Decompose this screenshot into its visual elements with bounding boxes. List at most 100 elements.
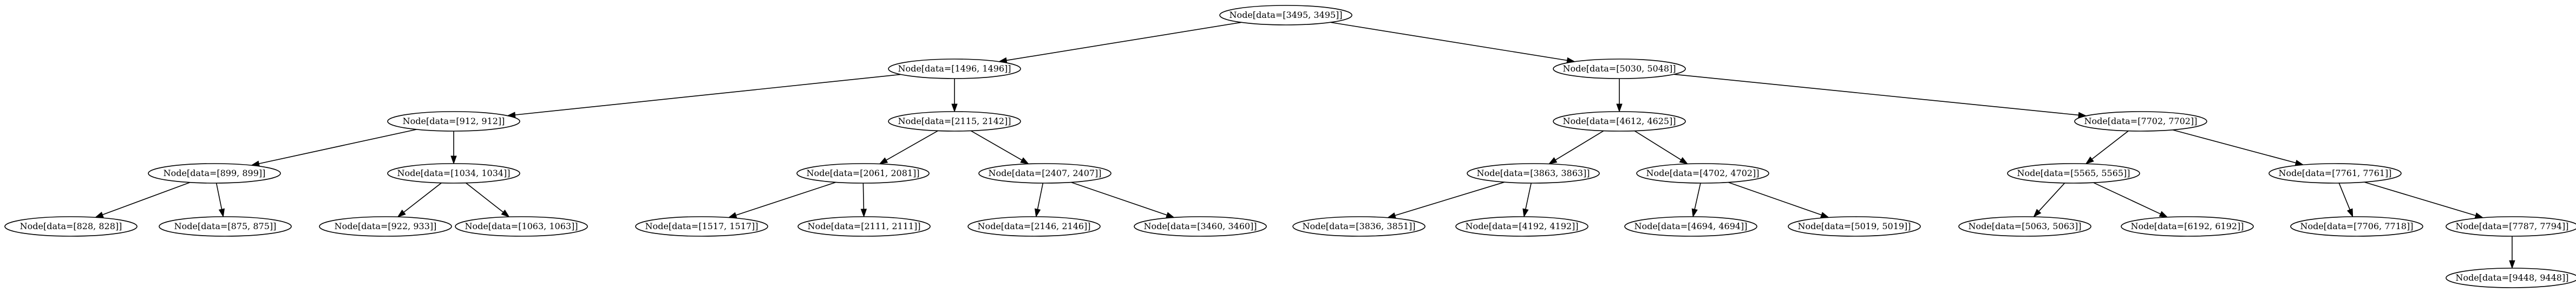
arrow-head-icon [397,209,406,218]
edge-line [1728,181,1822,216]
arrow-head-icon [2346,208,2353,218]
node-ellipse [888,111,1021,132]
arrow-head-icon [1679,157,1689,165]
edge-n1034-n922 [397,183,442,218]
edge-n912-n1034 [450,131,457,165]
tree-node: Node[data=[7702, 7702]] [2074,111,2207,132]
node-ellipse [1134,216,1267,237]
tree-node: Node[data=[7787, 7794]] [2446,216,2576,237]
edge-line [2093,182,2161,215]
node-label: Node[data=[2061, 2081]] [806,168,919,178]
edge-line [2091,131,2129,160]
node-ellipse [978,163,1112,184]
node-label: Node[data=[7787, 7794]] [2455,221,2568,231]
arrow-head-icon [2085,156,2094,165]
tree-node: Node[data=[7761, 7761]] [2268,163,2402,184]
node-label: Node[data=[7761, 7761]] [2278,168,2391,178]
edge-line [1673,74,2079,116]
tree-node: Node[data=[5565, 5565]] [2007,163,2140,184]
edge-line [2364,181,2476,216]
edge-line [2338,183,2351,210]
tree-node: Node[data=[875, 875]] [159,216,292,237]
node-ellipse [1219,5,1352,25]
edge-n3863-n4192 [1522,183,1532,218]
edge-line [1006,22,1241,61]
edge-line [215,183,223,210]
node-label: Node[data=[3863, 3863]] [1476,168,1590,178]
tree-node: Node[data=[828, 828]] [4,216,138,237]
edge-n5030-n4612 [1616,79,1623,113]
node-label: Node[data=[899, 899]] [164,168,266,178]
tree-node: Node[data=[1517, 1517]] [635,216,768,237]
edge-n3495-n5030 [1330,22,1575,64]
node-ellipse [1292,216,1426,237]
tree-node: Node[data=[5063, 5063]] [1958,216,2091,237]
arrow-head-icon [450,155,457,165]
nodes-layer: Node[data=[3495, 3495]] Node[data=[1496, … [4,5,2576,288]
edge-n2407-n2146 [1034,183,1044,218]
tree-node: Node[data=[6192, 6192]] [2121,216,2254,237]
arrow-head-icon [1820,212,1830,218]
edge-line [1037,183,1044,210]
edge-n5030-n7702 [1673,74,2087,119]
arrow-head-icon [860,209,867,218]
edge-n4612-n4702 [1634,130,1689,165]
edge-n2061-n2111 [860,183,867,218]
node-label: Node[data=[4612, 4625]] [1562,116,1676,126]
node-label: Node[data=[1496, 1496]] [898,63,1011,74]
node-ellipse [387,163,520,184]
node-label: Node[data=[7702, 7702]] [2084,116,2197,126]
node-ellipse [1455,216,1588,237]
node-label: Node[data=[4702, 4702]] [1646,168,1759,178]
node-label: Node[data=[1517, 1517]] [645,221,758,231]
edge-n3495-n1496 [998,22,1241,64]
edge-line [1071,181,1167,216]
node-label: Node[data=[2115, 2142]] [898,116,1011,126]
node-ellipse [319,216,452,237]
arrow-head-icon [1522,208,1529,218]
node-ellipse [1788,216,1921,237]
arrow-head-icon [1387,212,1396,219]
arrow-head-icon [1691,208,1698,218]
node-ellipse [2446,216,2576,237]
edge-line [1330,22,1567,61]
edge-n5565-n5063 [2033,183,2065,218]
node-ellipse [2290,216,2423,237]
tree-node: Node[data=[2407, 2407]] [978,163,1112,184]
tree-node: Node[data=[5019, 5019]] [1788,216,1921,237]
node-label: Node[data=[1063, 1063]] [465,221,578,231]
node-label: Node[data=[1034, 1034]] [397,168,510,178]
tree-node: Node[data=[5030, 5048]] [1553,59,1686,79]
tree-node: Node[data=[4612, 4625]] [1553,111,1686,132]
node-label: Node[data=[5565, 5565]] [2017,168,2130,178]
node-ellipse [796,163,930,184]
arrow-head-icon [1616,103,1623,113]
edge-n1034-n1063 [466,183,510,218]
node-label: Node[data=[3460, 3460]] [1143,221,1257,231]
node-ellipse [387,111,520,132]
node-ellipse [1958,216,2091,237]
tree-node: Node[data=[4192, 4192]] [1455,216,1588,237]
tree-node: Node[data=[3836, 3851]] [1292,216,1426,237]
edge-n1496-n912 [506,74,901,118]
node-label: Node[data=[3495, 3495]] [1229,10,1342,20]
node-ellipse [148,163,281,184]
edges-layer [94,22,2515,269]
tree-node: Node[data=[7706, 7718]] [2290,216,2423,237]
node-label: Node[data=[2407, 2407]] [988,168,1101,178]
node-label: Node[data=[3836, 3851]] [1302,221,1415,231]
edge-n2407-n3460 [1071,181,1175,218]
tree-node: Node[data=[922, 933]] [319,216,452,237]
edge-line [1694,183,1701,210]
tree-node: Node[data=[3460, 3460]] [1134,216,1267,237]
node-ellipse [967,216,1101,237]
arrow-head-icon [951,103,958,113]
node-ellipse [797,216,931,237]
edge-line [1525,183,1532,210]
node-ellipse [455,216,588,237]
edge-n7702-n5565 [2085,131,2129,165]
edge-line [2172,129,2296,164]
edge-n7702-n7761 [2172,129,2304,166]
tree-node: Node[data=[9448, 9448]] [2446,268,2576,288]
node-ellipse [2007,163,2140,184]
